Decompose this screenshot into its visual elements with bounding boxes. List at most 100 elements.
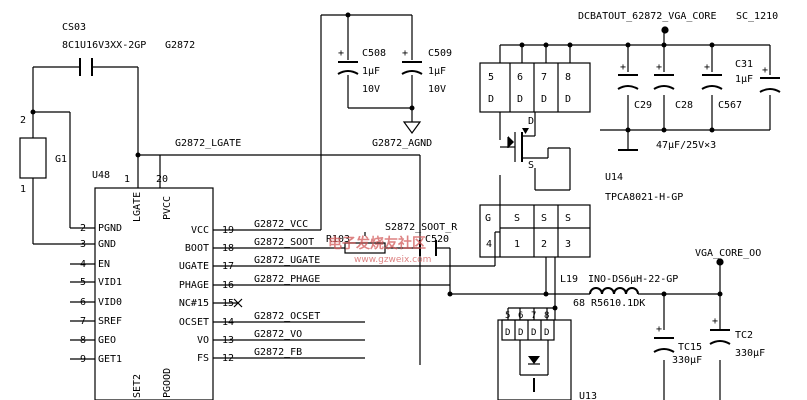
u14-source-label-2: S [541, 213, 547, 224]
l19-ref: L19 [560, 274, 578, 285]
u13-drain-pin-5: 5 [505, 311, 510, 321]
l19-rating: 68 R5610.1DK [573, 298, 645, 309]
u48-pin-num-9: 9 [80, 354, 86, 365]
capacitor-c31: + C31 1μF [735, 59, 781, 93]
svg-text:+: + [704, 62, 710, 73]
tc2-ref: TC2 [735, 330, 753, 341]
c509-ref: C509 [428, 48, 452, 59]
u48-pin-num-8: 8 [80, 335, 86, 346]
tc15-ref: TC15 [678, 342, 702, 353]
u48-pin-num-16: 16 [222, 280, 234, 291]
u48-pin-num-4: 4 [80, 259, 86, 270]
net-soot-r: S2872_SOOT_R [385, 222, 458, 233]
capacitor-c509: + C509 1μF 10V [401, 48, 452, 95]
svg-text:+: + [712, 316, 718, 327]
u14-drain-label-7: D [541, 94, 547, 105]
u48-pin-name-vcc: VCC [191, 225, 209, 236]
c509-value: 1μF [428, 66, 446, 77]
net-vo: G2872_VO [254, 329, 302, 340]
u48-pin-1: 1 [124, 174, 130, 185]
net-fb: G2872_FB [254, 347, 302, 358]
u13-drain-label-6: D [518, 328, 523, 338]
g1-pin-2: 2 [20, 115, 26, 126]
c31-value: 1μF [735, 74, 753, 85]
u14-ref: U14 [605, 172, 623, 183]
inductor-l19: L19 INO-DS6μH-22-GP 68 R5610.1DK [560, 274, 678, 309]
u48-pin-name-boot: BOOT [185, 243, 209, 254]
net-lgate: G2872_LGATE [175, 138, 241, 149]
u48-pin-num-15: 15 [222, 298, 234, 309]
svg-text:+: + [762, 65, 768, 76]
watermark-cn: 电子发烧友社区 [328, 235, 426, 252]
net-phage: G2872_PHAGE [254, 274, 320, 285]
u48-pin-num-14: 14 [222, 317, 234, 328]
l19-value: INO-DS6μH-22-GP [588, 274, 678, 285]
u13-drain-label-8: D [544, 328, 549, 338]
u48-pin-name-nc-15: NC#15 [179, 298, 209, 309]
svg-text:+: + [402, 48, 408, 59]
u14-pin-4: 4 [486, 239, 492, 250]
u13-drain-pin-7: 7 [531, 311, 536, 321]
watermark-url: www.gzweix.com [354, 255, 431, 265]
u13-drain-label-5: D [505, 328, 510, 338]
r103-ref: R103 [326, 234, 350, 245]
u14-pin-2: 2 [541, 239, 547, 250]
u48-pin-num-5: 5 [80, 277, 86, 288]
c567-ref: C567 [718, 100, 742, 111]
u48-pin-num-13: 13 [222, 335, 234, 346]
u48-pgood-label: PGOOD [162, 368, 173, 398]
u48-pin-num-17: 17 [222, 261, 234, 272]
net-vcc: G2872_VCC [254, 219, 308, 230]
u48-pin-name-ugate: UGATE [179, 261, 209, 272]
cs03-ref: CS03 [62, 22, 86, 33]
u48-pin-name-geo: GEO [98, 335, 116, 346]
u48-pin-num-19: 19 [222, 225, 234, 236]
u14-source-label-1: S [514, 213, 520, 224]
u48-pin-name-sref: SREF [98, 316, 122, 327]
u14-drain-pin-6: 6 [517, 72, 523, 83]
u48-pin-num-7: 7 [80, 316, 86, 327]
cap-bank-value: 47μF/25V×3 [656, 140, 716, 151]
u14-d-label: D [528, 116, 534, 127]
tc15-value: 330μF [672, 355, 702, 366]
svg-text:+: + [620, 62, 626, 73]
capacitor-c520: C520 [419, 234, 449, 256]
u13-drain-pin-6: 6 [518, 311, 523, 321]
capacitor-cs03: CS03 8C1U16V3XX-2GP G2872 [62, 22, 195, 76]
u14-value: TPCA8021-H-GP [605, 192, 683, 203]
c31-ref: C31 [735, 59, 753, 70]
svg-text:+: + [656, 62, 662, 73]
net-agnd: G2872_AGND [372, 138, 432, 149]
u48-pin-name-vid0: VID0 [98, 297, 122, 308]
resistor-r103: R103 [326, 234, 386, 254]
u14-drain-label-8: D [565, 94, 571, 105]
tc2-value: 330μF [735, 348, 765, 359]
component-g1: 2 1 G1 [19, 115, 67, 195]
net-labels: G2872_LGATE G2872_VCC G2872_SOOT G2872_U… [175, 138, 458, 358]
c508-value: 1μF [362, 66, 380, 77]
capacitor-c29: + C29 [617, 62, 652, 111]
u14-drain-pin-7: 7 [541, 72, 547, 83]
u14-drain-pin-5: 5 [488, 72, 494, 83]
u14-source-label-3: S [565, 213, 571, 224]
u14-pin-1: 1 [514, 239, 520, 250]
u48-pin-name-vid1: VID1 [98, 277, 122, 288]
net-soot: G2872_SOOT [254, 237, 314, 248]
u48-lgate-label: LGATE [132, 192, 143, 222]
net-dcbatout: DCBATOUT_62872_VGA_CORE [578, 11, 716, 22]
u48-set2-label: SET2 [132, 374, 143, 398]
net-vga-core: VGA_CORE_OO [695, 248, 761, 259]
g1-pin-1: 1 [20, 184, 26, 195]
u48-pin-num-3: 3 [80, 239, 86, 250]
c29-ref: C29 [634, 100, 652, 111]
u14-pin-3: 3 [565, 239, 571, 250]
u48-pin-num-12: 12 [222, 353, 234, 364]
